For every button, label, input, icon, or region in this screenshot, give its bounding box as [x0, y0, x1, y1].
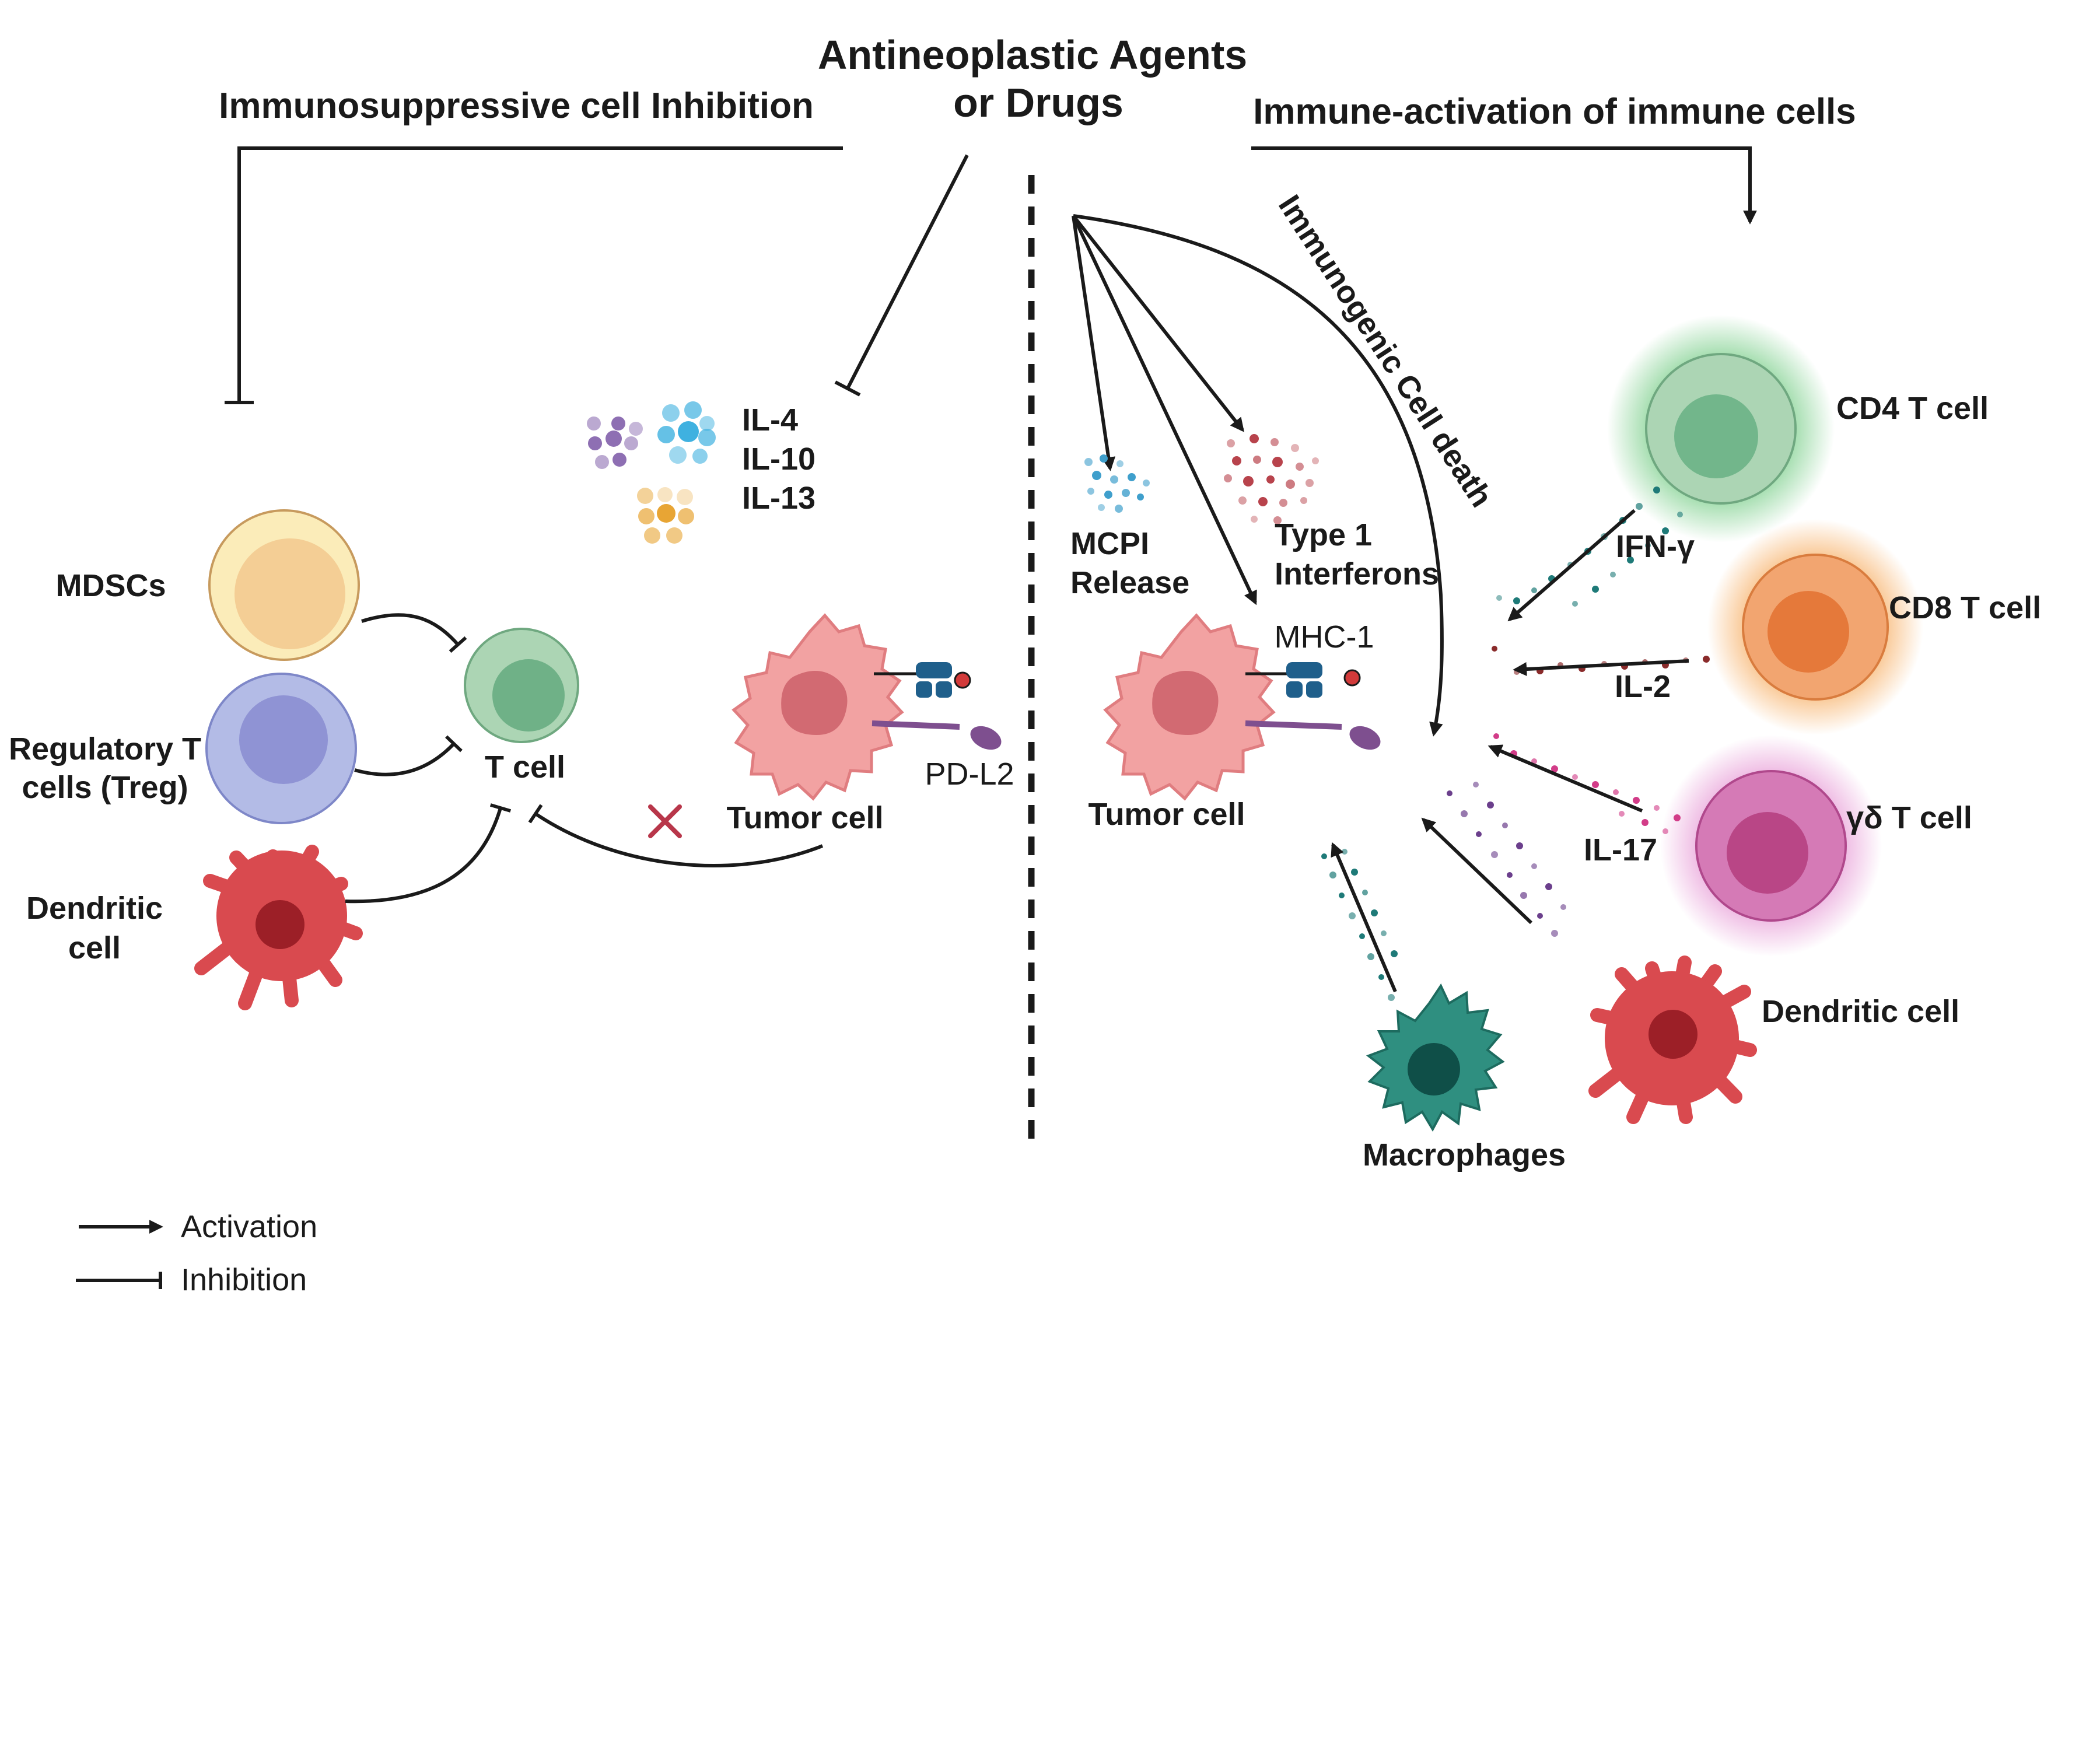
pdl2-ligand-right-icon [1245, 720, 1381, 750]
pdl2-ligand-icon [872, 720, 1002, 750]
mcpi-particles-icon [1084, 454, 1150, 513]
il2-label: IL-2 [1615, 669, 1671, 704]
arrow-icd [1073, 214, 1444, 737]
cytokine-il13: IL-13 [742, 481, 816, 516]
macrophage-icon [1366, 983, 1505, 1132]
macrophage-arrow [1331, 842, 1397, 993]
cytokine-cluster-icon [587, 401, 716, 544]
tumor-inhibition-arc [528, 804, 824, 868]
right-section-heading: Immune-activation of immune cells [1253, 92, 1856, 132]
dendritic-left-label-1: Dendritic [26, 891, 163, 926]
macrophage-particle-trail-icon [1321, 849, 1398, 1001]
mcpi-label-1: MCPI [1070, 526, 1149, 561]
il17-particle-trail-icon [1493, 733, 1681, 834]
ifn-label: IFN-γ [1616, 529, 1695, 564]
il17-label: IL-17 [1584, 832, 1657, 867]
arrow-to-interferons [1072, 215, 1244, 432]
mdsc-inhibition-arc [361, 613, 467, 653]
dendritic-left-label-2: cell [68, 930, 121, 965]
title-line2: or Drugs [953, 80, 1124, 125]
dendritic-cell-icon [194, 845, 363, 1010]
pdl2-label: PD-L2 [925, 757, 1014, 792]
cytokine-il4: IL-4 [742, 402, 798, 438]
left-section-heading: Immunosuppressive cell Inhibition [219, 86, 814, 126]
mdsc-label: MDSCs [55, 568, 166, 603]
tumor-cell-left-label: Tumor cell [726, 800, 883, 835]
legend-activation-label: Activation [181, 1209, 317, 1244]
cytokine-inhibition-bar [834, 380, 861, 397]
right-activation-line [1251, 146, 1757, 225]
treg-inhibition-arc [354, 735, 463, 776]
cd4-label: CD4 T cell [1836, 391, 1989, 426]
cd8-t-cell-icon [1707, 519, 1923, 735]
treg-label-1: Regulatory T [9, 732, 201, 766]
treg-cell-icon [205, 673, 357, 824]
dendritic-right-label: Dendritic cell [1762, 994, 1959, 1029]
interferon-label-2: Interferons [1275, 556, 1439, 592]
mhc-receptor-left-icon [874, 662, 971, 698]
mhc-receptor-right-icon [1245, 662, 1361, 698]
cd8-label: CD8 T cell [1889, 590, 2041, 625]
gd-label: γδ T cell [1846, 800, 1972, 835]
il17-arrow [1488, 744, 1643, 813]
blocked-x-icon [648, 804, 682, 838]
icd-label: Immunogenic Cell death [1272, 189, 1499, 513]
cytokine-inhibition-line [846, 154, 969, 390]
t-cell-label: T cell [485, 750, 565, 785]
dendritic-arrow [1421, 817, 1533, 925]
ifn-arrow [1507, 509, 1636, 622]
legend: Activation Inhibition [76, 1209, 317, 1297]
mhc-label: MHC-1 [1275, 620, 1374, 654]
interferon-particles-icon [1224, 434, 1319, 524]
treg-label-2: cells (Treg) [22, 770, 188, 805]
legend-inhibition-label: Inhibition [181, 1262, 307, 1297]
tumor-cell-right-label: Tumor cell [1088, 797, 1245, 832]
gd-t-cell-icon [1660, 735, 1882, 957]
tumor-cell-left-icon [732, 613, 904, 801]
title-line1: Antineoplastic Agents [818, 32, 1247, 78]
mdsc-cell-icon [208, 509, 360, 661]
arrow-to-mcpi [1072, 215, 1116, 471]
mcpi-label-2: Release [1070, 565, 1189, 600]
dendritic-cell-right-icon [1588, 956, 1757, 1124]
cd4-t-cell-icon [1607, 315, 1835, 542]
main-title: Antineoplastic Agents or Drugs [818, 32, 1247, 125]
dendritic-inhibition-arc [345, 803, 512, 904]
interferon-label-1: Type 1 [1275, 517, 1372, 552]
il2-arrow [1513, 659, 1689, 677]
t-cell-icon [464, 628, 579, 743]
cytokine-il10: IL-10 [742, 442, 816, 477]
left-inhibition-line [237, 146, 843, 402]
tumor-cell-right-icon [1103, 613, 1276, 801]
macrophages-label: Macrophages [1363, 1138, 1566, 1172]
arrow-to-tumor [1072, 215, 1257, 606]
dendritic-particle-trail-icon [1447, 782, 1566, 937]
